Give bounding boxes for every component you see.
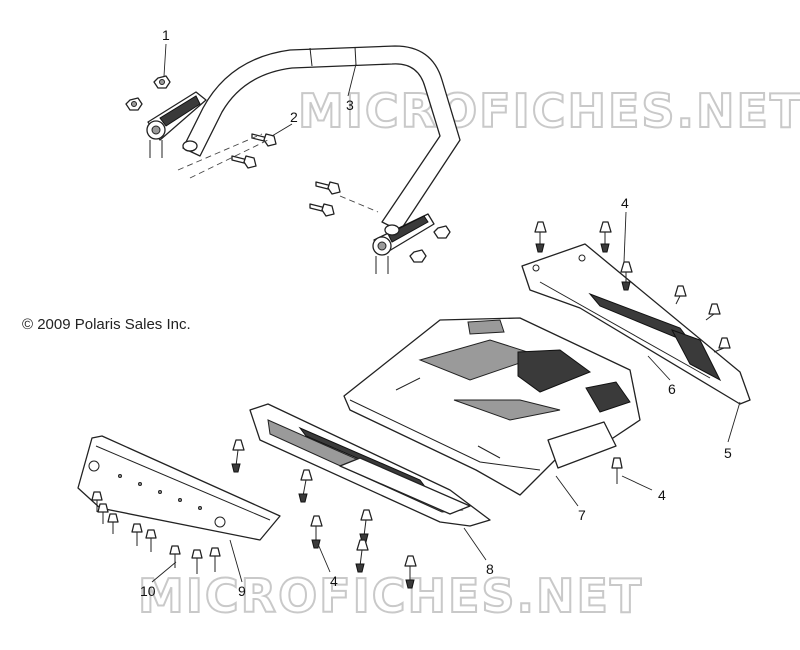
callout-6: 6 [668, 381, 676, 397]
watermark-bottom: MICROFICHES.NET [138, 569, 643, 623]
callout-9: 9 [238, 583, 246, 599]
callout-4-right: 4 [658, 487, 666, 503]
callout-7: 7 [578, 507, 586, 523]
callout-3: 3 [346, 97, 354, 113]
alignment-line [189, 139, 269, 179]
floor-panel-part-7 [343, 317, 641, 496]
push-rivet-part-4 [534, 221, 731, 484]
callout-4-bottom: 4 [330, 573, 338, 589]
copyright-notice: © 2009 Polaris Sales Inc. [22, 316, 191, 333]
nut-part-1 [125, 75, 451, 263]
bolt-part-2 [231, 133, 341, 217]
front-panel-part-9 [77, 435, 281, 541]
callout-10: 10 [140, 583, 156, 599]
callout-8: 8 [486, 561, 494, 577]
grab-bar-part-3 [146, 45, 461, 274]
alignment-line [177, 133, 263, 171]
callout-5: 5 [724, 445, 732, 461]
side-guard-part-8 [249, 403, 491, 527]
callout-2: 2 [290, 109, 298, 125]
watermark-top: MICROFICHES.NET [298, 84, 800, 138]
rear-panel-part-5 [521, 243, 751, 405]
callout-1: 1 [162, 27, 170, 43]
push-rivet-part-4 [231, 439, 417, 589]
alignment-line [339, 195, 379, 213]
push-rivet-part-10 [91, 491, 221, 574]
callout-4-top: 4 [621, 195, 629, 211]
leader-lines [151, 43, 741, 583]
